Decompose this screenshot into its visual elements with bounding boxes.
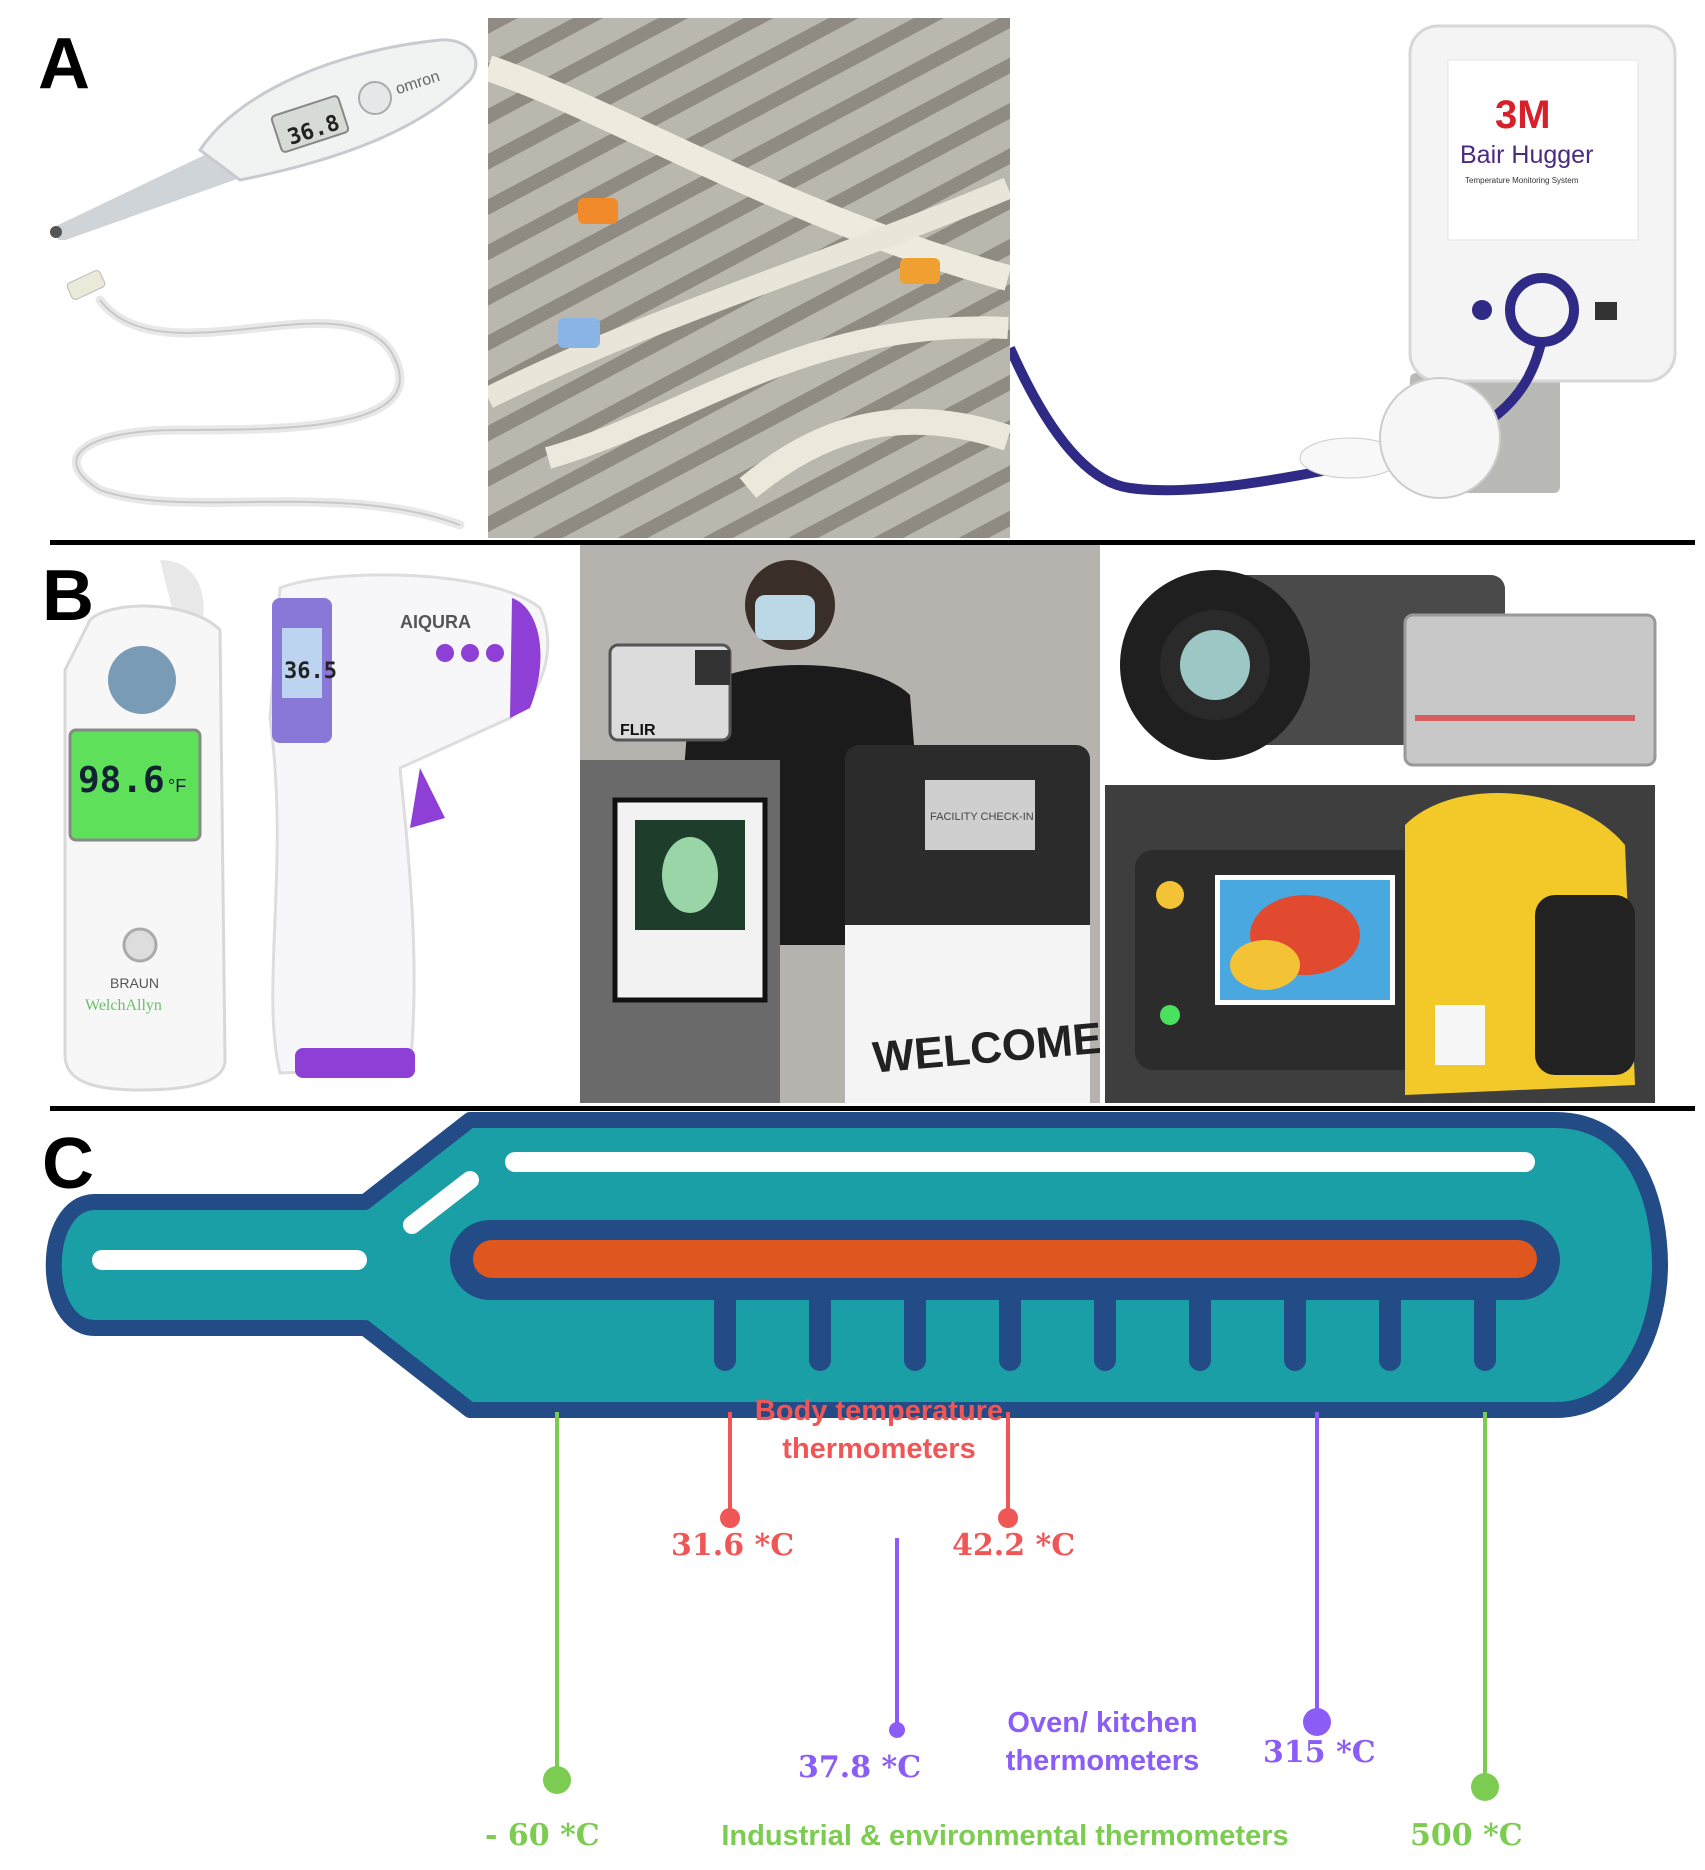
braun-unit: °F [168, 776, 186, 796]
industrial-min-value: - 60 *C [485, 1818, 600, 1853]
kitchen-thermometers-label: Oven/ kitchen thermometers [1005, 1707, 1200, 1777]
kitchen-min-value: 37.8 *C [798, 1750, 922, 1785]
braun-display: 98.6 [78, 760, 165, 801]
body-thermometers-label: Body temperature thermometers [754, 1395, 1004, 1465]
divider-b-c [50, 1106, 1695, 1111]
industrial-max-value: 500 *C [1410, 1818, 1523, 1853]
body-max-dot [998, 1508, 1018, 1528]
tube-highlight-top [505, 1152, 1535, 1172]
panel-label-b: B [42, 556, 94, 636]
aiqura-display: 36.5 [284, 659, 337, 684]
digital-stick-thermometer-image: 36.8 omron [40, 20, 480, 240]
kitchen-max-value: 315 *C [1263, 1735, 1376, 1770]
kitchen-min-dot [889, 1722, 905, 1738]
thermal-imaging-camera-image [1105, 545, 1685, 783]
flir-brand: FLIR [620, 722, 656, 739]
bair-sub: Temperature Monitoring System [1465, 176, 1579, 185]
bair-brand: 3M [1495, 93, 1551, 137]
tube-highlight-diagonal [403, 1171, 479, 1234]
industrial-min-dot [543, 1766, 571, 1794]
stem-highlight [92, 1250, 367, 1270]
temperature-probe-cable-image [40, 260, 470, 530]
bair-hugger-monitor-image: 3M Bair Hugger Temperature Monitoring Sy… [1010, 18, 1690, 538]
kitchen-range-markers [895, 1412, 1319, 1725]
handheld-thermal-camera-image [1105, 785, 1655, 1103]
aiqura-brand: AIQURA [400, 612, 471, 632]
industrial-thermometers-label: Industrial & environmental thermometers [721, 1820, 1289, 1852]
body-min-dot [720, 1508, 740, 1528]
infrared-forehead-thermometer-image: 36.5 AIQURA [250, 568, 560, 1093]
kitchen-max-dot [1303, 1708, 1331, 1736]
panel-label-c: C [42, 1124, 94, 1204]
divider-a-b [50, 540, 1695, 545]
scale-ticks [714, 1289, 1496, 1371]
body-range-markers [728, 1412, 1010, 1513]
foley-catheter-image [488, 18, 1010, 538]
mercury-column [473, 1240, 1537, 1278]
body-max-value: 42.2 *C [952, 1528, 1076, 1563]
panel-label-a: A [38, 24, 90, 104]
industrial-range-markers [555, 1412, 1487, 1782]
thermal-screening-kiosk-image: FLIR FACILITY CHECK-IN WELCOME [580, 545, 1100, 1103]
braun-brand: BRAUN [110, 975, 159, 991]
body-min-value: 31.6 *C [671, 1528, 795, 1563]
welch-brand: WelchAllyn [85, 997, 162, 1014]
kiosk-sign: FACILITY CHECK-IN [930, 811, 1034, 823]
ear-thermometer-image: 98.6 °F BRAUN WelchAllyn [50, 560, 240, 1100]
thermometer-range-diagram [0, 1110, 1705, 1870]
bair-name: Bair Hugger [1460, 141, 1593, 169]
industrial-max-dot [1471, 1773, 1499, 1801]
